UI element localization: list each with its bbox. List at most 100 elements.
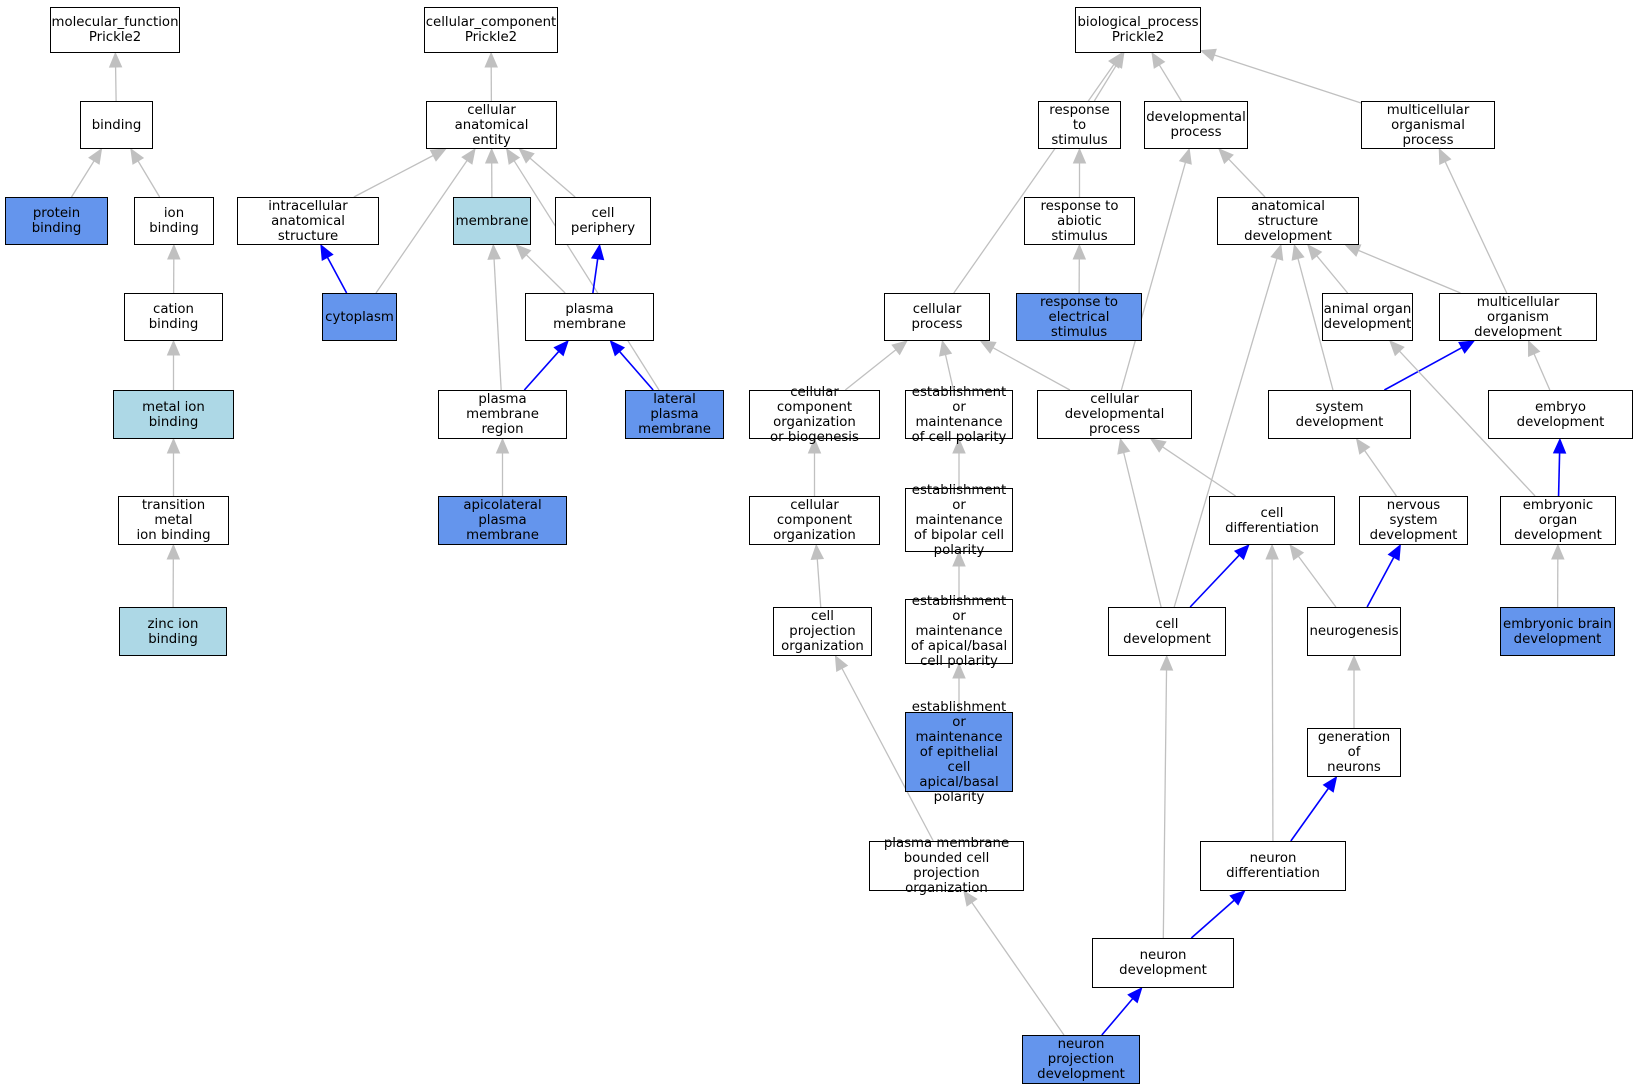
- edge-arrowhead-animal_organ_dev-to-anat_struct_dev: [1307, 244, 1323, 261]
- edge-arrowhead-generation_neurons-to-neurogenesis: [1347, 654, 1361, 671]
- edge-arrowhead-multicellular_org_dev-to-anat_struct_dev: [1344, 244, 1362, 257]
- edge-arrowhead-neuron_development-to-cell_development: [1159, 654, 1174, 671]
- edge-arrowhead-est_cell_polarity-to-cellular_process: [939, 339, 953, 357]
- edge-neuron_development-to-cell_development: [1162, 669, 1168, 939]
- edge-pm_region-to-membrane: [493, 258, 502, 391]
- edge-arrowhead-developmental_process-to-bp_root: [1151, 51, 1166, 69]
- node-biological-process: biological_process Prickle2: [1075, 7, 1201, 53]
- node-embryonic-brain-development: embryonic brain development: [1500, 607, 1615, 656]
- node-plasma-membrane: plasma membrane: [525, 293, 654, 341]
- node-cellular-component-organization: cellular component organization: [749, 496, 880, 545]
- edge-plasma_membrane-to-cell_periphery: [592, 258, 599, 294]
- node-intracellular-anatomical-structure: intracellular anatomical structure: [237, 197, 379, 245]
- edge-developmental_process-to-bp_root: [1158, 64, 1182, 102]
- edge-arrowhead-anat_struct_dev-to-developmental_process: [1218, 148, 1234, 165]
- edge-arrowhead-response_abiotic-to-response_stimulus: [1072, 147, 1087, 164]
- edge-system_dev-to-multicellular_org_dev: [1383, 347, 1463, 391]
- edge-arrowhead-cc_org_biogenesis-to-cellular_process: [891, 340, 908, 356]
- edge-neuron_differentiation-to-cell_differentiation: [1271, 558, 1274, 842]
- node-transition-metal-ion-binding: transition metal ion binding: [118, 496, 229, 545]
- edge-arrowhead-cation_binding-to-ion_binding: [167, 243, 181, 260]
- edge-arrowhead-neuron_differentiation-to-generation_neurons: [1322, 775, 1338, 793]
- edge-protein_binding-to-binding: [70, 160, 95, 198]
- edge-arrowhead-multicellular_process-to-bp_root: [1199, 48, 1217, 62]
- node-neurogenesis: neurogenesis: [1307, 607, 1401, 656]
- edge-arrowhead-lateral_pm-to-cell_anat_entity: [505, 147, 521, 165]
- edge-arrowhead-neurogenesis-to-nervous_system_dev: [1387, 543, 1401, 561]
- edge-arrowhead-cell_periphery-to-cell_anat_entity: [518, 148, 535, 164]
- edge-animal_organ_dev-to-anat_struct_dev: [1316, 255, 1349, 294]
- edge-arrowhead-embryonic_organ_dev-to-embryo_dev: [1552, 437, 1567, 454]
- edge-arrowhead-cellular_process-to-bp_root: [1108, 51, 1123, 69]
- edge-arrowhead-est_apical_basal-to-est_bipolar: [952, 550, 966, 567]
- edge-arrowhead-protein_binding-to-binding: [88, 147, 103, 165]
- edge-arrowhead-metal_ion_binding-to-cation_binding: [166, 339, 181, 356]
- edge-arrowhead-cytoplasm-to-intracellular: [320, 243, 334, 261]
- edge-arrowhead-pm_region-to-plasma_membrane: [553, 340, 569, 357]
- node-response-to-abiotic-stimulus: response to abiotic stimulus: [1024, 197, 1135, 245]
- edge-arrowhead-cell_differentiation-to-cell_dev_process: [1149, 438, 1167, 453]
- node-anatomical-structure-development: anatomical structure development: [1217, 197, 1359, 245]
- edge-arrowhead-system_dev-to-anat_struct_dev: [1291, 243, 1305, 261]
- edge-arrowhead-pm_region-to-membrane: [487, 243, 501, 260]
- edge-arrowhead-embryonic_brain_dev-to-embryonic_organ_dev: [1551, 543, 1565, 560]
- node-multicellular-organism-development: multicellular organism development: [1439, 293, 1597, 341]
- edge-arrowhead-system_dev-to-multicellular_org_dev: [1458, 340, 1476, 354]
- edge-arrowhead-apicolateral_pm-to-pm_region: [495, 437, 510, 454]
- node-system-development: system development: [1268, 390, 1411, 439]
- node-neuron-differentiation: neuron differentiation: [1200, 841, 1346, 891]
- node-developmental-process: developmental process: [1144, 101, 1248, 149]
- node-cation-binding: cation binding: [124, 293, 223, 341]
- node-membrane: membrane: [453, 197, 531, 245]
- node-plasma-membrane-region: plasma membrane region: [438, 390, 567, 439]
- node-nervous-system-development: nervous system development: [1359, 496, 1468, 545]
- edge-est_cell_polarity-to-cellular_process: [944, 354, 955, 391]
- edge-arrowhead-neurogenesis-to-cell_differentiation: [1289, 543, 1305, 561]
- node-neuron-projection-development: neuron projection development: [1022, 1035, 1140, 1084]
- edge-cytoplasm-to-cell_anat_entity: [375, 160, 468, 294]
- edge-arrowhead-ion_binding-to-binding: [130, 147, 145, 165]
- node-cell-development: cell development: [1108, 607, 1226, 656]
- node-cell-differentiation: cell differentiation: [1209, 496, 1335, 545]
- edge-arrowhead-embryonic_organ_dev-to-animal_organ_dev: [1389, 340, 1405, 357]
- edge-arrowhead-cytoplasm-to-cell_anat_entity: [461, 147, 476, 165]
- edge-cell_development-to-cell_differentiation: [1189, 554, 1240, 608]
- edge-multicellular_process-to-bp_root: [1214, 54, 1362, 104]
- edge-multicellular_org_dev-to-anat_struct_dev: [1358, 249, 1461, 294]
- edge-cell_development-to-anat_struct_dev: [1173, 258, 1278, 608]
- node-response-to-electrical-stimulus: response to electrical stimulus: [1016, 293, 1142, 341]
- edge-embryonic_organ_dev-to-embryo_dev: [1557, 452, 1561, 497]
- edge-neurogenesis-to-cell_differentiation: [1297, 555, 1337, 608]
- edge-response_stimulus-to-bp_root: [1093, 64, 1118, 102]
- node-ion-binding: ion binding: [134, 197, 214, 245]
- edge-arrowhead-plasma_membrane-to-cell_periphery: [590, 243, 605, 261]
- edge-anat_struct_dev-to-developmental_process: [1228, 158, 1266, 198]
- edge-arrowhead-multicellular_org_dev-to-multicellular_process: [1438, 147, 1452, 165]
- edge-arrowhead-transition_metal-to-metal_ion_binding: [166, 437, 181, 454]
- node-apicolateral-plasma-membrane: apicolateral plasma membrane: [438, 496, 567, 545]
- edge-multicellular_org_dev-to-multicellular_process: [1444, 161, 1508, 294]
- edge-arrowhead-binding-to-mf_root: [108, 51, 123, 68]
- edge-arrowhead-pm_bounded_proj_org-to-cell_projection_org: [834, 654, 849, 672]
- edge-cell_projection_org-to-cc_org: [816, 558, 822, 608]
- edge-arrowhead-nervous_system_dev-to-system_dev: [1355, 437, 1371, 455]
- node-cytoplasm: cytoplasm: [322, 293, 397, 341]
- edge-ion_binding-to-binding: [137, 160, 161, 198]
- node-embryonic-organ-development: embryonic organ development: [1500, 496, 1616, 545]
- edge-arrowhead-response_electrical-to-response_abiotic: [1072, 243, 1087, 260]
- edge-nervous_system_dev-to-system_dev: [1364, 450, 1397, 497]
- edge-embryo_dev-to-multicellular_org_dev: [1533, 353, 1551, 391]
- node-embryo-development: embryo development: [1488, 390, 1633, 439]
- edge-cell_periphery-to-cell_anat_entity: [529, 157, 576, 198]
- edge-lateral_pm-to-plasma_membrane: [619, 351, 654, 391]
- edge-arrowhead-membrane-to-cell_anat_entity: [484, 147, 499, 164]
- edge-plasma_membrane-to-membrane: [525, 254, 566, 294]
- edge-arrowhead-neuron_development-to-neuron_differentiation: [1229, 890, 1246, 906]
- edge-cell_dev_process-to-developmental_process: [1120, 162, 1187, 391]
- edge-arrowhead-cell_dev_process-to-developmental_process: [1178, 147, 1192, 165]
- edge-arrowhead-cell_anat_entity-to-cc_root: [484, 51, 498, 68]
- edge-arrowhead-cell_dev_process-to-cellular_process: [979, 340, 997, 354]
- node-cell-periphery: cell periphery: [555, 197, 651, 245]
- node-binding: binding: [80, 101, 153, 149]
